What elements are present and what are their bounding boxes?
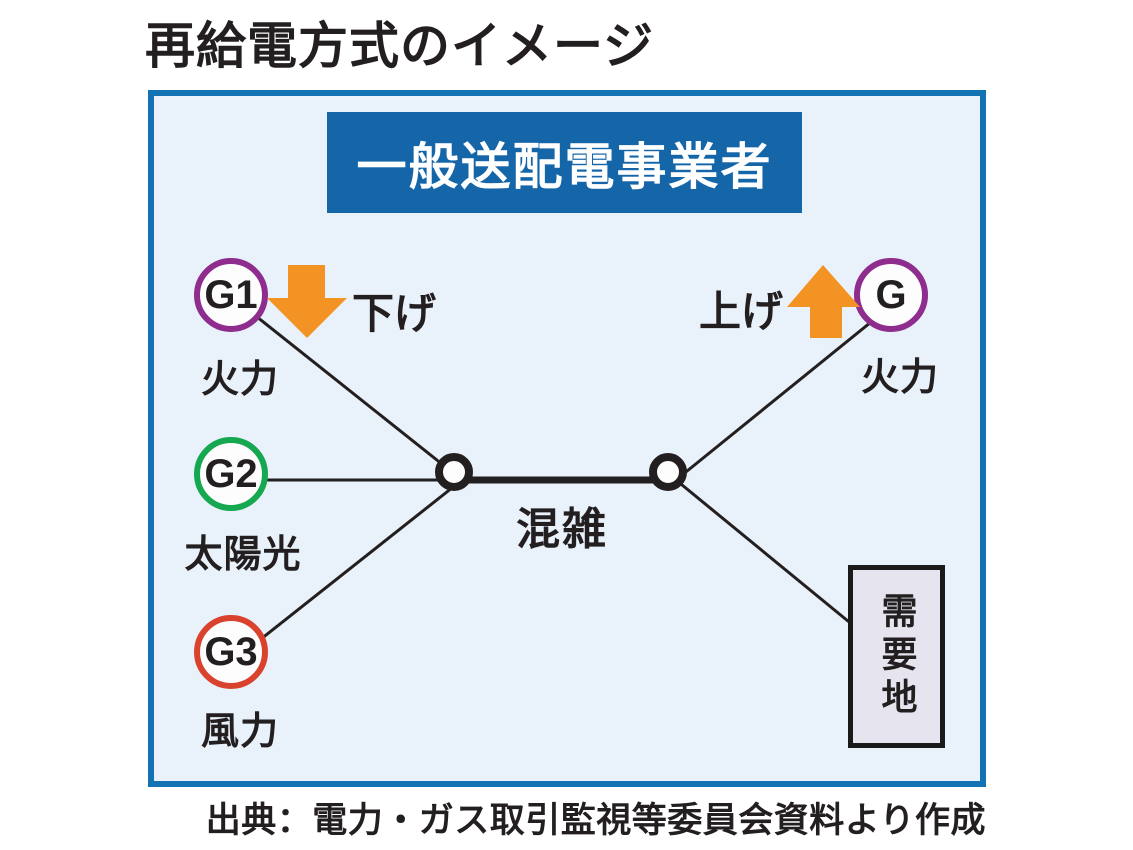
bus-node-right xyxy=(649,453,687,491)
operator-header: 一般送配電事業者 xyxy=(327,112,802,213)
generator-type-g3: 風力 xyxy=(200,711,279,753)
generator-type-g2: 太陽光 xyxy=(184,534,302,576)
figure-title: 再給電方式のイメージ xyxy=(145,18,654,74)
generator-id-g: G xyxy=(875,272,907,317)
generator-id-g3: G3 xyxy=(204,629,258,674)
down-action-label: 下げ xyxy=(351,290,436,337)
bus-node-left xyxy=(435,453,473,491)
generator-node-g: G xyxy=(854,258,928,332)
demand-area-box: 需要地 xyxy=(848,565,945,748)
generator-node-g2: G2 xyxy=(194,437,268,511)
generator-id-g2: G2 xyxy=(204,451,258,496)
generator-type-g1: 火力 xyxy=(200,359,279,401)
up-action-label: 上げ xyxy=(698,288,783,335)
generator-type-g: 火力 xyxy=(860,357,939,399)
demand-area-label: 需要地 xyxy=(876,592,918,721)
source-attribution: 出典：電力・ガス取引監視等委員会資料より作成 xyxy=(205,801,986,840)
line-hub-to-demand xyxy=(675,478,855,628)
diagram-panel: 一般送配電事業者 G1 G2 G3 G 火力 太陽光 風力 火力 下げ 上げ 混… xyxy=(148,90,986,787)
generator-node-g1: G1 xyxy=(194,258,268,332)
generator-node-g3: G3 xyxy=(194,615,268,689)
congestion-label: 混雑 xyxy=(516,505,608,554)
generator-id-g1: G1 xyxy=(204,272,258,317)
